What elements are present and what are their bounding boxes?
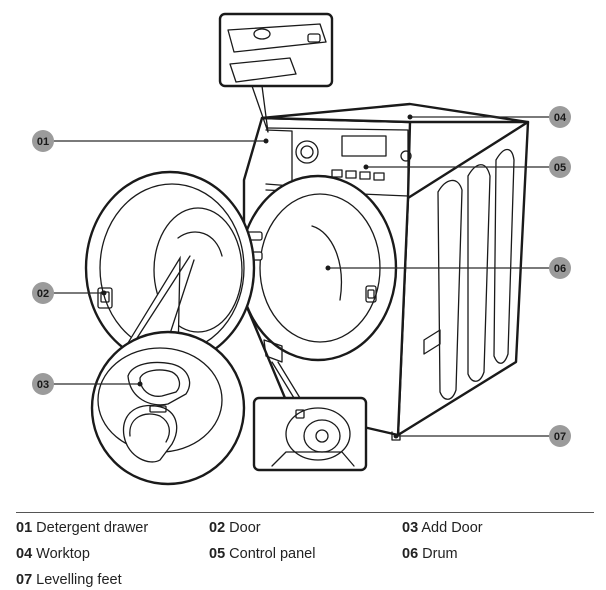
callout-06-badge bbox=[549, 257, 571, 279]
legend-item-worktop: 04 Worktop bbox=[16, 545, 90, 563]
legend-number: 03 bbox=[402, 520, 419, 536]
legend-number: 04 bbox=[16, 546, 33, 562]
callout-06-number: 06 bbox=[554, 263, 566, 275]
legend-item-control-panel: 05 Control panel bbox=[209, 545, 315, 563]
callout-07-badge bbox=[549, 425, 571, 447]
filter-detail bbox=[252, 339, 368, 472]
legend-item-door: 02 Door bbox=[209, 519, 261, 537]
callout-02-badge bbox=[32, 282, 54, 304]
legend-item-drum: 06 Drum bbox=[402, 545, 458, 563]
worktop bbox=[260, 102, 530, 124]
legend-number: 05 bbox=[209, 546, 226, 562]
callout-03-number: 03 bbox=[37, 379, 49, 391]
washing-machine-diagram: 01 02 03 04 05 06 07 bbox=[32, 12, 571, 486]
legend-label: Control panel bbox=[229, 546, 316, 562]
callout-05-badge bbox=[549, 156, 571, 178]
legend-label: Add Door bbox=[421, 520, 483, 536]
legend-label: Worktop bbox=[36, 546, 90, 562]
callout-05-number: 05 bbox=[554, 162, 566, 174]
callout-03-badge bbox=[32, 373, 54, 395]
legend-label: Door bbox=[229, 520, 261, 536]
callout-04-number: 04 bbox=[554, 112, 567, 124]
callouts: 01 02 03 04 05 06 07 bbox=[32, 106, 571, 447]
legend-divider bbox=[16, 512, 594, 513]
drum bbox=[238, 174, 398, 362]
detergent-drawer bbox=[265, 129, 293, 187]
callout-02-number: 02 bbox=[37, 288, 49, 300]
legend-label: Levelling feet bbox=[36, 572, 122, 588]
callout-04-badge bbox=[549, 106, 571, 128]
legend-label: Detergent drawer bbox=[36, 520, 149, 536]
legend-label: Drum bbox=[422, 546, 458, 562]
legend-item-levelling-feet: 07 Levelling feet bbox=[16, 571, 122, 589]
detergent-drawer-detail bbox=[218, 12, 334, 133]
legend-item-add-door: 03 Add Door bbox=[402, 519, 483, 537]
legend-number: 06 bbox=[402, 546, 419, 562]
callout-07-number: 07 bbox=[554, 431, 566, 443]
legend-item-detergent-drawer: 01 Detergent drawer bbox=[16, 519, 148, 537]
callout-01-number: 01 bbox=[37, 136, 49, 148]
legend-number: 01 bbox=[16, 520, 33, 536]
callout-01-badge bbox=[32, 130, 54, 152]
legend-number: 07 bbox=[16, 572, 33, 588]
legend-number: 02 bbox=[209, 520, 226, 536]
add-door-detail bbox=[90, 255, 246, 486]
